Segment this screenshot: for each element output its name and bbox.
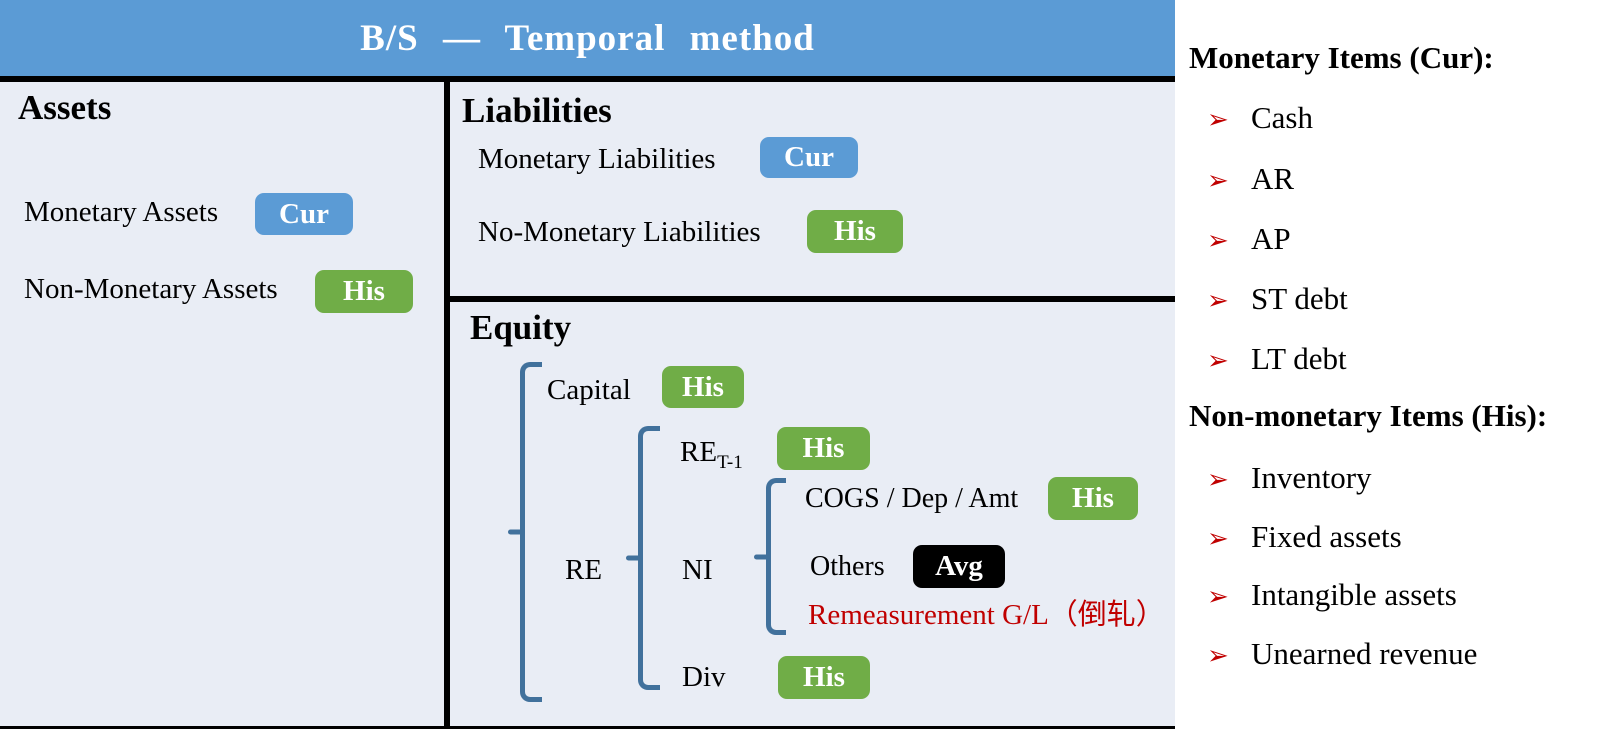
re-prior-subscript: T-1 [717, 452, 743, 473]
horizontal-divider [450, 296, 1175, 302]
re-bracket [638, 426, 660, 690]
non-monetary-items-heading: Non-monetary Items (His): [1189, 398, 1548, 433]
list-item-label: ST debt [1251, 281, 1348, 316]
re-prior-rate-badge: His [777, 427, 870, 470]
arrow-bullet-icon: ➢ [1207, 166, 1229, 196]
list-item-label: Fixed assets [1251, 519, 1402, 554]
re-label: RE [565, 554, 603, 586]
non-monetary-liabilities-label: No-Monetary Liabilities [478, 216, 761, 248]
list-item-label: LT debt [1251, 341, 1347, 376]
arrow-bullet-icon: ➢ [1207, 226, 1229, 256]
monetary-items-heading: Monetary Items (Cur): [1189, 40, 1494, 75]
arrow-bullet-icon: ➢ [1207, 286, 1229, 316]
list-item-label: Cash [1251, 100, 1313, 135]
non-monetary-liabilities-rate-badge: His [807, 210, 903, 253]
bs-header: B/S — Temporal method [0, 0, 1175, 82]
list-item-ar: ➢ AR [1207, 161, 1294, 197]
equity-heading: Equity [470, 308, 572, 347]
list-item-cash: ➢ Cash [1207, 100, 1313, 136]
list-item-unearned-revenue: ➢ Unearned revenue [1207, 636, 1477, 672]
list-item-label: Unearned revenue [1251, 636, 1478, 671]
remeasurement-label: Remeasurement G/L（倒轧） [808, 599, 1165, 631]
items-sidebar: Monetary Items (Cur): ➢ Cash ➢ AR ➢ AP ➢… [1175, 0, 1602, 729]
capital-label: Capital [547, 374, 631, 406]
list-item-st-debt: ➢ ST debt [1207, 281, 1348, 317]
list-item-ap: ➢ AP [1207, 221, 1291, 257]
equity-bracket [520, 362, 542, 702]
others-rate-badge: Avg [913, 545, 1005, 588]
monetary-liabilities-rate-badge: Cur [760, 137, 858, 178]
monetary-assets-label: Monetary Assets [24, 196, 219, 228]
monetary-assets-rate-badge: Cur [255, 193, 353, 235]
cogs-dep-amt-label: COGS / Dep / Amt [805, 483, 1019, 514]
list-item-inventory: ➢ Inventory [1207, 460, 1372, 496]
non-monetary-assets-rate-badge: His [315, 270, 413, 313]
arrow-bullet-icon: ➢ [1207, 641, 1229, 671]
balance-sheet-panel: B/S — Temporal method Assets Monetary As… [0, 0, 1175, 729]
list-item-fixed-assets: ➢ Fixed assets [1207, 519, 1402, 555]
re-prior-label: RET-1 [680, 436, 743, 473]
capital-rate-badge: His [662, 366, 744, 408]
non-monetary-assets-label: Non-Monetary Assets [24, 273, 278, 305]
list-item-label: AR [1251, 161, 1295, 196]
vertical-divider [444, 82, 450, 729]
cogs-rate-badge: His [1048, 477, 1138, 520]
liabilities-heading: Liabilities [462, 91, 612, 130]
list-item-lt-debt: ➢ LT debt [1207, 341, 1347, 377]
list-item-label: Inventory [1251, 460, 1372, 495]
ni-label: NI [682, 554, 713, 586]
bs-title: B/S — Temporal method [360, 17, 815, 59]
list-item-label: Intangible assets [1251, 577, 1457, 612]
arrow-bullet-icon: ➢ [1207, 524, 1229, 554]
arrow-bullet-icon: ➢ [1207, 105, 1229, 135]
div-label: Div [682, 661, 726, 693]
assets-heading: Assets [18, 88, 112, 127]
others-label: Others [810, 551, 885, 582]
monetary-liabilities-label: Monetary Liabilities [478, 143, 716, 175]
list-item-label: AP [1251, 221, 1291, 256]
arrow-bullet-icon: ➢ [1207, 582, 1229, 612]
ni-bracket [766, 478, 786, 635]
arrow-bullet-icon: ➢ [1207, 346, 1229, 376]
div-rate-badge: His [778, 656, 870, 699]
arrow-bullet-icon: ➢ [1207, 465, 1229, 495]
list-item-intangible-assets: ➢ Intangible assets [1207, 577, 1457, 613]
